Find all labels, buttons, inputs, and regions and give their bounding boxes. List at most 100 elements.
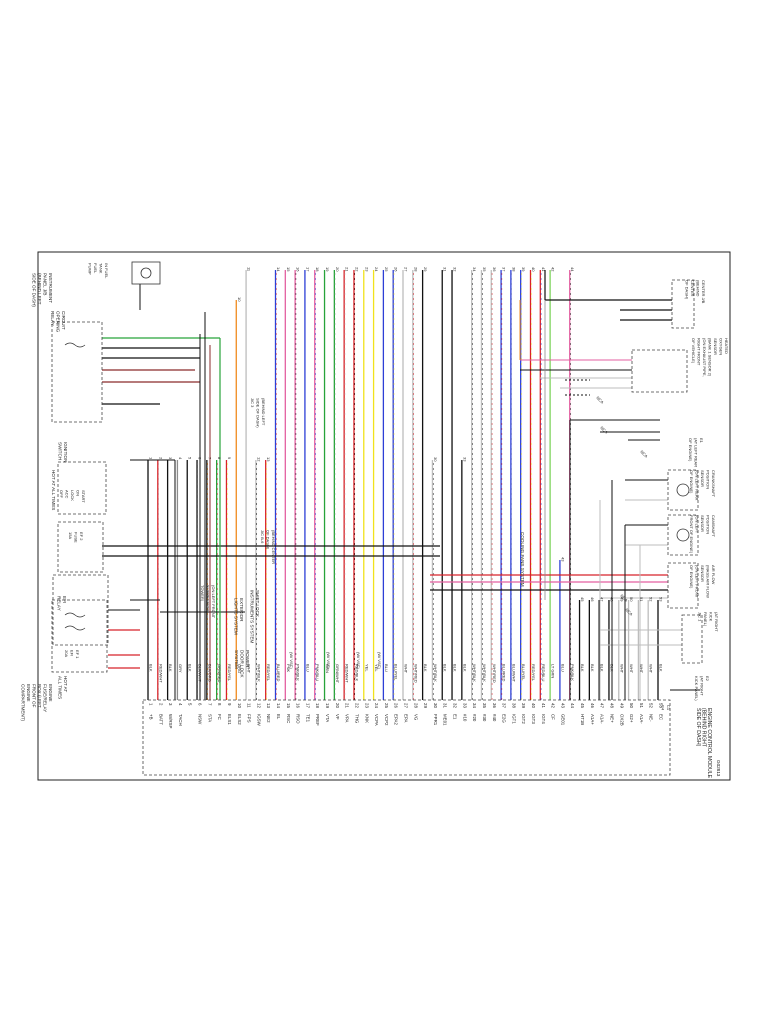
noise-label: NCA	[619, 593, 629, 603]
ecm-pin-wire-color: WHT/BLK	[256, 664, 261, 682]
cooling-fans-label: COOLING FANS SYSTEM	[520, 532, 525, 587]
wire-top-number: 4	[178, 457, 183, 460]
kick-pin-labels: C1	[666, 705, 671, 711]
vsc-label: (W/ VSC)	[356, 652, 361, 670]
ground-e1-title: E1	[699, 438, 704, 444]
ecm-pin-terminal: HT1B	[580, 714, 585, 725]
joint-center-dash-label: (BEHIND CENTER	[271, 530, 276, 564]
ecm-pin-wire-color: BLU/WHT	[511, 664, 516, 683]
ecm-pin-terminal: VCP2	[384, 714, 389, 726]
air-flow-title: OF ENGINE)	[689, 565, 694, 589]
ecm-pin-terminal: E1	[453, 714, 458, 720]
ecm-pin-terminal: OX2B	[619, 714, 624, 726]
cam-sensor-title: CAMSHAFT	[711, 515, 716, 538]
ecm-pin-number: 30	[433, 703, 438, 708]
ecm-pin-wire-color: BLK	[590, 664, 595, 672]
wire-top-number: 50	[629, 597, 634, 602]
efi-fuse-box	[51, 599, 108, 673]
ecm-pin-wire-color: PNK/BLK	[296, 664, 301, 681]
ecm-pin-number: 5	[188, 703, 193, 706]
ecm-pin-wire-color: WHT/BLK	[433, 664, 438, 682]
ecm-pin-number: 47	[600, 703, 605, 708]
exterior-lights-label: EXTERIOR	[239, 598, 244, 622]
joint-center-dash-label: J/C B-6	[260, 530, 265, 544]
ecm-pin-number: 49	[619, 703, 624, 708]
ecm-title: (BEHIND RIGHT	[701, 708, 707, 748]
ecm-pin-number: 37	[502, 703, 507, 708]
wire-top-number: 42	[551, 267, 556, 272]
wire-top-number: 2	[158, 457, 163, 460]
ignition-switch-title: IGNITION	[63, 442, 68, 462]
ignition-switch-title: SWITCH	[58, 442, 63, 460]
ecm-pin-number: 32	[453, 703, 458, 708]
wire-top-number: 39	[521, 267, 526, 272]
relay-coil	[64, 612, 86, 618]
ecm-pin-number: 8	[217, 703, 222, 706]
ecm-pin-number: 52	[649, 703, 654, 708]
wire-top-number: 21	[345, 267, 350, 272]
center-jb-title: CENTER J/B	[701, 280, 706, 304]
kick-pin-labels: C4	[661, 705, 666, 711]
ecm-pin-wire-color: RED/WHT	[158, 664, 163, 683]
ecm-pin-terminal: #10	[462, 714, 467, 722]
ignition-switch-positions: ON	[76, 490, 81, 496]
efi-fuse-rating: 20A	[64, 650, 69, 657]
ecm-pin-number: 36	[492, 703, 497, 708]
ecm-pin-terminal: STA	[207, 714, 212, 722]
ecm-pin-number: 43	[560, 703, 565, 708]
ecm-pin-number: 6	[198, 703, 203, 706]
wire-top-number: 14	[276, 267, 281, 272]
ecm-pin-number: 42	[551, 703, 556, 708]
ecm-pin-number: 26	[394, 703, 399, 708]
ecm-pin-number: 15	[286, 703, 291, 708]
wire-top-number: 12	[256, 457, 261, 462]
ecm-pin-wire-color: BLU	[305, 664, 310, 672]
ecm-pin-terminal: #40	[492, 714, 497, 722]
wire-top-number: 22	[354, 267, 359, 272]
center-jb-title: (BEHIND	[696, 280, 701, 297]
ecm-pin-wire-color: WHT	[649, 664, 654, 674]
ecm-pin-terminal: E2G	[502, 714, 507, 723]
ecm-pin-wire-color: PNK/BLU	[315, 664, 320, 681]
ecm-pin-wire-color: LT GRN	[551, 664, 556, 678]
ecm-pin-terminal: RSC	[286, 714, 291, 723]
crank-sensor-title: POSITION	[706, 470, 711, 489]
ecm-pin-terminal: TACH	[178, 714, 183, 726]
ecm-pin-terminal: ELS1	[227, 714, 232, 725]
center-jb-title: OF DASH)	[685, 280, 690, 300]
crank-sensor-title: (ON LEFT REAR	[695, 470, 700, 500]
ecm-pin-number: 16	[296, 703, 301, 708]
instrument-panel-box	[51, 321, 103, 423]
ignition-switch-positions: OFF	[59, 490, 64, 499]
ecm-pin-wire-color: ORG	[237, 664, 242, 673]
circuit-opening-relay-title: CIRCUIT	[61, 311, 66, 330]
wire-top-number: 33	[462, 457, 467, 462]
ecm-pin-wire-color: RED/BLK	[354, 664, 359, 681]
ecm-pin-terminal: IGT2	[521, 714, 526, 724]
ecm-pin-wire-color: WHT	[247, 664, 252, 674]
ecm-pin-terminal: FC	[217, 714, 222, 720]
wire-top-number: 31	[443, 267, 448, 272]
wire-top-number: 11	[247, 267, 252, 272]
ecm-pin-number: 35	[482, 703, 487, 708]
heated-o2-title: OXYGEN	[719, 338, 724, 355]
fuel-pump-title: FUEL	[93, 263, 98, 274]
right-kick-jc-title: (AT RIGHT	[714, 612, 719, 632]
ecm-pin-terminal: CF	[551, 714, 556, 720]
ecm-pin-terminal: RSO	[296, 714, 301, 724]
ecm-pin-terminal: G2+	[629, 714, 634, 723]
wire-top-number: 17	[305, 267, 310, 272]
wire-top-number: 37	[502, 267, 507, 272]
ecm-pin-number: 29	[423, 703, 428, 708]
joint-left-dash-label: SIDE OF DASH)	[256, 398, 261, 428]
joint-center-dash-label: OF DASH)	[266, 530, 271, 550]
wire-top-number: 48	[609, 597, 614, 602]
ecm-pin-terminal: FPS	[247, 714, 252, 723]
ecm-pin-wire-color: PNK	[286, 664, 291, 673]
wire-top-number: 18	[315, 267, 320, 272]
ecm-pin-wire-color: WHT	[629, 664, 634, 674]
ecm-pin-terminal: NE+	[609, 714, 614, 723]
ecm-pin-number: 22	[354, 703, 359, 708]
instrument-panel-title: PANEL J/B	[43, 273, 48, 295]
ecm-pin-terminal: ME01	[443, 714, 448, 726]
